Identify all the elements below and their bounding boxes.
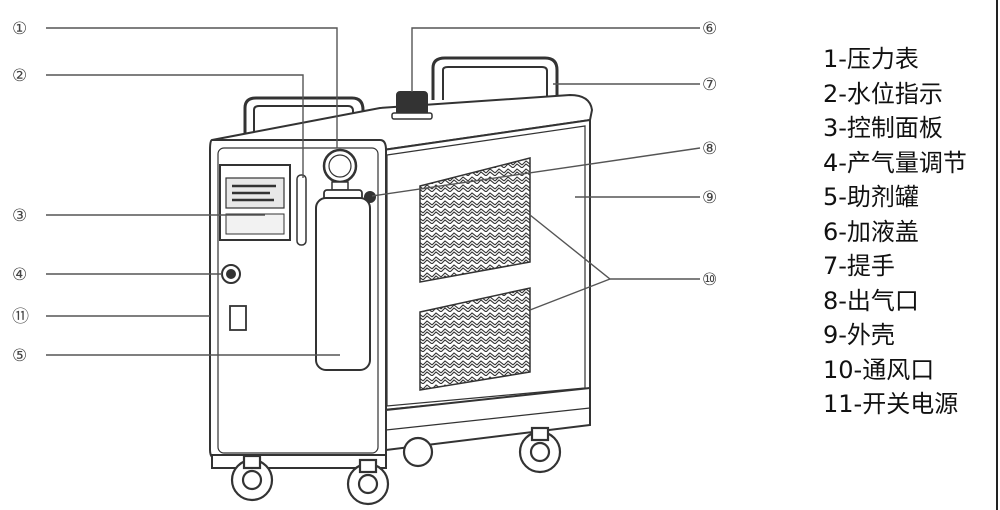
- leader-line-8: [371, 147, 701, 197]
- legend-item-2: 2-水位指示: [823, 79, 943, 108]
- callout-2: ②: [12, 66, 27, 86]
- legend-item-8: 8-出气口: [823, 286, 919, 315]
- callout-5: ⑤: [12, 346, 27, 366]
- leader-lines: [46, 27, 701, 356]
- legend-item-1: 1-压力表: [823, 45, 919, 73]
- callout-6: ⑥: [702, 19, 717, 39]
- callout-1: ①: [12, 19, 27, 39]
- legend-item-11: 11-开关电源: [823, 390, 959, 418]
- machine-body: [209, 56, 594, 506]
- legend-item-4: 4-产气量调节: [823, 148, 967, 177]
- callout-10: ⑩: [702, 270, 717, 290]
- right-border: [996, 0, 998, 510]
- callout-3: ③: [12, 206, 27, 226]
- legend-item-10: 10-通风口: [823, 355, 935, 384]
- legend-item-6: 6-加液盖: [823, 217, 919, 246]
- legend-item-5: 5-助剂罐: [823, 183, 919, 211]
- callout-4: ④: [12, 265, 27, 285]
- callout-numbers: ① ② ③ ④ ⑤ ⑥ ⑦ ⑧ ⑨ ⑩ ⑪: [12, 19, 717, 366]
- leader-line-2: [46, 74, 304, 178]
- legend-item-9: 9-外壳: [823, 321, 895, 349]
- callout-9: ⑨: [702, 188, 717, 208]
- leader-line-6: [411, 27, 700, 92]
- callout-8: ⑧: [702, 139, 717, 159]
- parts-legend: 1-压力表 2-水位指示 3-控制面板 4-产气量调节 5-助剂罐 6-加液盖 …: [823, 42, 993, 422]
- leader-line-1: [46, 27, 338, 148]
- leader-line-10b: [529, 278, 611, 311]
- callout-11: ⑪: [12, 307, 29, 327]
- legend-item-7: 7-提手: [823, 252, 895, 280]
- legend-item-3: 3-控制面板: [823, 114, 943, 142]
- callout-7: ⑦: [702, 75, 717, 95]
